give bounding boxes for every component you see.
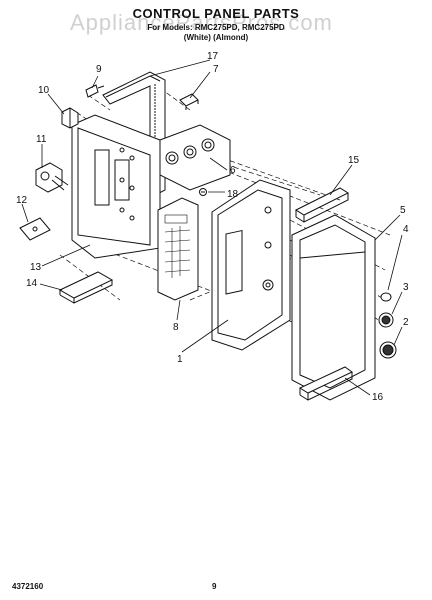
callout-11: 11: [36, 134, 47, 145]
leader-lines: [21, 59, 403, 396]
callout-4: 4: [403, 224, 409, 235]
callout-7: 7: [213, 64, 219, 75]
part-18-screw: [199, 188, 207, 196]
callout-9: 9: [96, 64, 102, 75]
callout-labels: 1 2 3 4 5 6 7 8 9 10 11 12 13 14 15 16 1…: [16, 51, 409, 403]
part-8-keypad-board: [157, 197, 199, 301]
callout-6: 6: [230, 165, 236, 176]
watermark: AppliancePartsPros.com: [70, 10, 333, 35]
callout-14: 14: [26, 278, 38, 289]
part-10-switch: [61, 107, 79, 129]
models-line: For Models: RMC275PD, RMC275PD: [147, 23, 285, 32]
colors-line: (White) (Almond): [183, 33, 249, 42]
part-1-control-panel: [211, 179, 291, 351]
part-7-clip: [179, 93, 199, 110]
document-number: 4372160: [12, 582, 44, 591]
callout-3: 3: [403, 282, 409, 293]
callout-17: 17: [207, 51, 219, 62]
part-2-knob: [379, 341, 397, 359]
part-16-trim-bar: [298, 366, 353, 401]
part-3-knob: [378, 312, 394, 328]
page-number: 9: [212, 582, 217, 591]
part-11-switch: [35, 162, 69, 193]
part-13-mounting-plate: [71, 114, 161, 259]
part-6-display-module: [159, 124, 231, 191]
part-4-knob: [380, 292, 392, 302]
part-15-trim-bar: [294, 187, 350, 223]
callout-10: 10: [38, 85, 50, 96]
part-5-frame: [291, 214, 376, 401]
callout-16: 16: [372, 392, 384, 403]
callout-18: 18: [227, 189, 239, 200]
part-14-bracket: [58, 271, 114, 304]
callout-12: 12: [16, 195, 28, 206]
callout-13: 13: [30, 262, 42, 273]
part-12-label-plate: [19, 217, 51, 241]
callout-8: 8: [173, 322, 179, 333]
callout-2: 2: [403, 317, 409, 328]
part-9-pin: [85, 84, 105, 98]
callout-1: 1: [177, 354, 183, 365]
page-title: CONTROL PANEL PARTS: [132, 6, 300, 21]
callout-15: 15: [348, 155, 360, 166]
callout-5: 5: [400, 205, 406, 216]
